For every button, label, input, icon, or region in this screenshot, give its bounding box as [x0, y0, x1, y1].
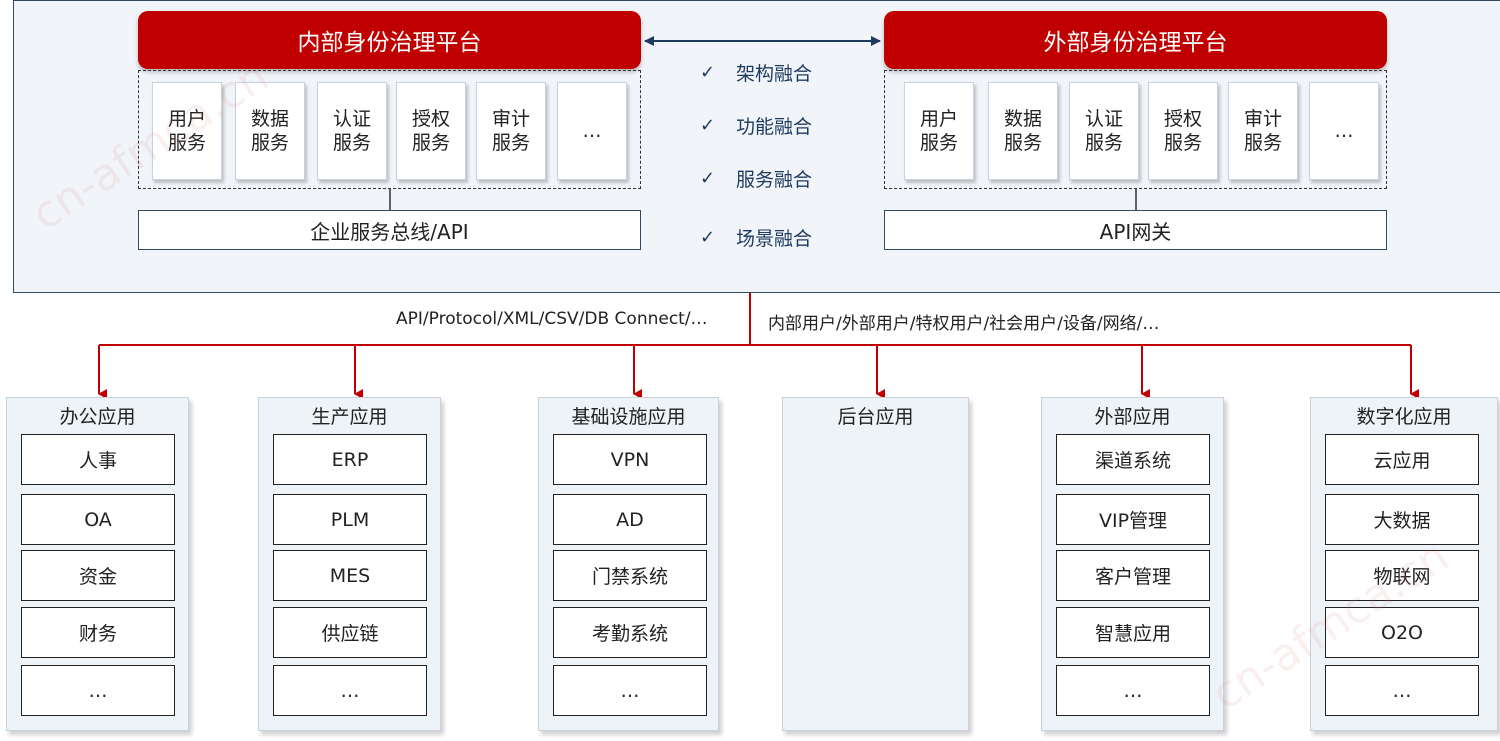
internal-service-user: 用户 服务 — [152, 82, 222, 180]
internal-service-authorization: 授权 服务 — [396, 82, 466, 180]
app-item: 物联网 — [1325, 550, 1479, 601]
app-item: PLM — [273, 494, 427, 545]
app-item: 供应链 — [273, 607, 427, 658]
external-service-data: 数据 服务 — [988, 82, 1058, 180]
connect-caption: API/Protocol/XML/CSV/DB Connect/… — [396, 309, 708, 329]
column-title: 后台应用 — [837, 406, 914, 428]
external-service-more: … — [1309, 82, 1379, 180]
app-item: … — [553, 665, 707, 716]
internal-services-group — [138, 70, 641, 189]
app-column-backend: 后台应用 — [782, 397, 969, 731]
check-icon: ✓ — [700, 114, 716, 136]
app-item: 云应用 — [1325, 434, 1479, 485]
app-column-infrastructure: 基础设施应用 VPN AD 门禁系统 考勤系统 … — [538, 397, 719, 731]
app-item: 渠道系统 — [1056, 434, 1210, 485]
app-item: … — [1325, 665, 1479, 716]
app-item: MES — [273, 550, 427, 601]
column-title: 生产应用 — [311, 406, 388, 428]
check-icon: ✓ — [700, 61, 716, 83]
app-item: 考勤系统 — [553, 607, 707, 658]
internal-platform-title: 内部身份治理平台 — [138, 11, 641, 69]
app-item: VIP管理 — [1056, 494, 1210, 545]
fusion-label: 功能融合 — [736, 115, 813, 138]
users-caption: 内部用户/外部用户/特权用户/社会用户/设备/网络/… — [768, 314, 1160, 334]
app-item: O2O — [1325, 607, 1479, 658]
app-column-digital: 数字化应用 云应用 大数据 物联网 O2O … — [1310, 397, 1498, 731]
app-item: VPN — [553, 434, 707, 485]
app-item: 财务 — [21, 607, 175, 658]
internal-service-auth: 认证 服务 — [317, 82, 387, 180]
fusion-label: 场景融合 — [736, 227, 813, 250]
internal-service-more: … — [557, 82, 627, 180]
external-service-user: 用户 服务 — [904, 82, 974, 180]
app-item: … — [273, 665, 427, 716]
app-column-office: 办公应用 人事 OA 资金 财务 … — [6, 397, 189, 731]
api-gateway: API网关 — [884, 210, 1387, 250]
external-services-group — [884, 70, 1387, 189]
app-column-production: 生产应用 ERP PLM MES 供应链 … — [258, 397, 441, 731]
fusion-item-architecture: ✓ 架构融合 — [700, 58, 860, 86]
app-item: 大数据 — [1325, 494, 1479, 545]
app-item: 资金 — [21, 550, 175, 601]
check-icon: ✓ — [700, 167, 716, 189]
external-service-auth: 认证 服务 — [1069, 82, 1139, 180]
app-item: … — [21, 665, 175, 716]
fusion-label: 服务融合 — [736, 168, 813, 191]
app-item: AD — [553, 494, 707, 545]
app-item: ERP — [273, 434, 427, 485]
column-title: 基础设施应用 — [571, 406, 686, 428]
app-item: 人事 — [21, 434, 175, 485]
enterprise-service-bus: 企业服务总线/API — [138, 210, 641, 250]
app-column-external: 外部应用 渠道系统 VIP管理 客户管理 智慧应用 … — [1041, 397, 1224, 731]
app-item: 门禁系统 — [553, 550, 707, 601]
app-item: 客户管理 — [1056, 550, 1210, 601]
app-item: 智慧应用 — [1056, 607, 1210, 658]
external-service-authorization: 授权 服务 — [1148, 82, 1218, 180]
fusion-item-service: ✓ 服务融合 — [700, 164, 860, 192]
fusion-item-function: ✓ 功能融合 — [700, 111, 860, 139]
external-platform-title: 外部身份治理平台 — [884, 11, 1387, 69]
external-service-audit: 审计 服务 — [1228, 82, 1298, 180]
check-icon: ✓ — [700, 226, 716, 248]
app-item: … — [1056, 665, 1210, 716]
column-title: 办公应用 — [59, 406, 136, 428]
internal-service-data: 数据 服务 — [235, 82, 305, 180]
fusion-label: 架构融合 — [736, 62, 813, 85]
fusion-item-scenario: ✓ 场景融合 — [700, 223, 860, 251]
app-item: OA — [21, 494, 175, 545]
internal-service-audit: 审计 服务 — [476, 82, 546, 180]
column-title: 外部应用 — [1094, 406, 1171, 428]
column-title: 数字化应用 — [1356, 406, 1452, 428]
